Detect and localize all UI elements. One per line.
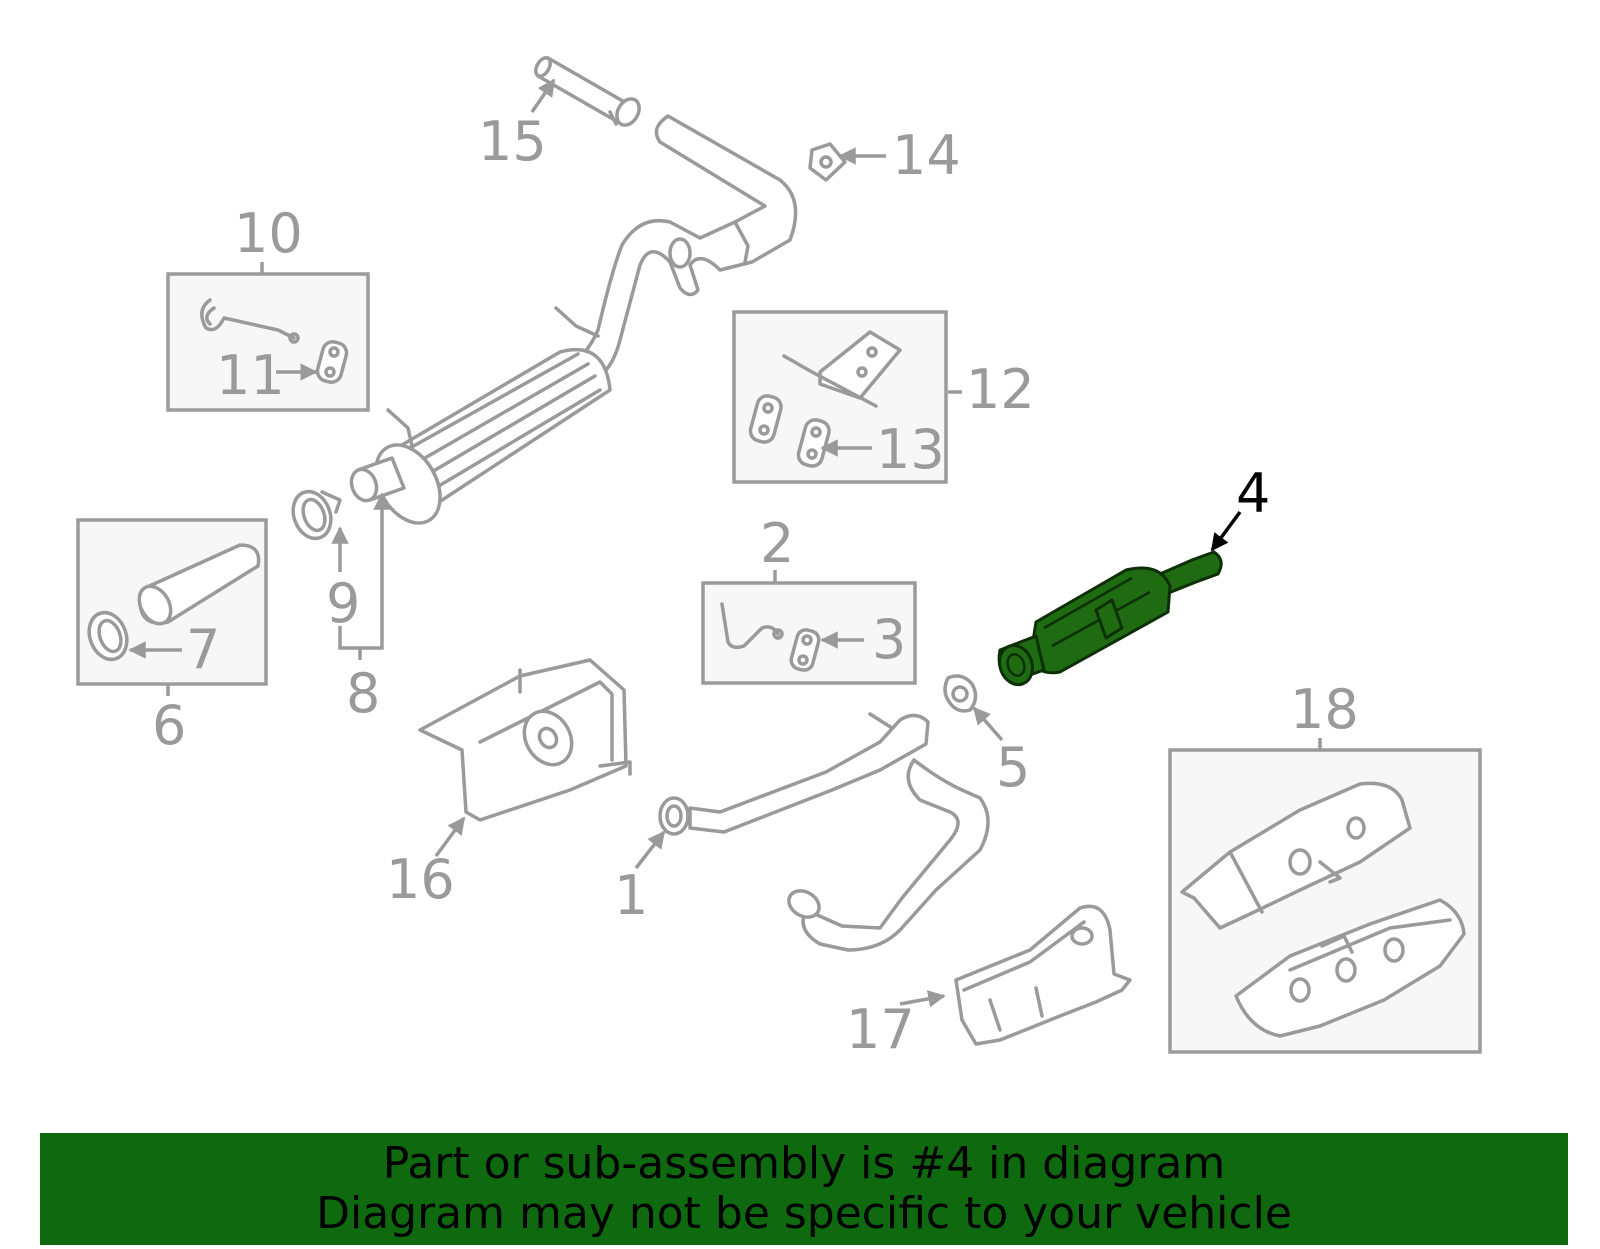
part-10-hanger-bracket[interactable] xyxy=(200,298,300,344)
part-7-clamp[interactable] xyxy=(83,607,133,664)
callout-5: 5 xyxy=(996,736,1030,799)
callout-14: 14 xyxy=(892,124,961,187)
info-banner: Part or sub-assembly is #4 in diagram Di… xyxy=(40,1133,1568,1245)
exhaust-system-diagram: 15 14 10 11 12 13 4 2 3 9 7 8 6 18 5 16 … xyxy=(76,55,1482,1061)
part-1-front-pipe[interactable] xyxy=(658,712,990,952)
part-8-muffler-tailpipe-assembly[interactable] xyxy=(347,114,798,534)
leader-lines xyxy=(128,78,1322,1008)
part-3-isolator[interactable] xyxy=(789,628,821,672)
callout-3: 3 xyxy=(872,608,906,671)
banner-line-1: Part or sub-assembly is #4 in diagram xyxy=(382,1138,1226,1189)
callout-13: 13 xyxy=(876,418,945,481)
part-18-upper-heat-shield[interactable] xyxy=(1180,781,1412,930)
callout-16: 16 xyxy=(386,848,455,911)
banner-line-2: Diagram may not be specific to your vehi… xyxy=(316,1188,1292,1239)
part-17-heat-shield[interactable] xyxy=(954,904,1132,1046)
callout-17: 17 xyxy=(846,998,915,1061)
callout-4: 4 xyxy=(1236,462,1270,525)
part-18-lower-heat-shield[interactable] xyxy=(1234,898,1466,1038)
part-2-hanger-rod[interactable] xyxy=(720,602,784,650)
callout-7: 7 xyxy=(186,618,220,681)
part-6-pipe-extension[interactable] xyxy=(133,543,261,629)
callout-10: 10 xyxy=(234,202,303,265)
callout-2: 2 xyxy=(760,512,794,575)
callout-8: 8 xyxy=(346,662,380,725)
callout-6: 6 xyxy=(152,694,186,757)
callout-15: 15 xyxy=(478,110,547,173)
part-15-tailpipe-tip[interactable] xyxy=(533,55,644,129)
callout-labels: 15 14 10 11 12 13 4 2 3 9 7 8 6 18 5 16 … xyxy=(152,110,1359,1061)
part-11-isolator[interactable] xyxy=(315,340,349,385)
callout-12: 12 xyxy=(966,358,1035,421)
part-5-gasket[interactable] xyxy=(943,674,978,713)
part-9-clamp[interactable] xyxy=(287,486,342,543)
callout-9: 9 xyxy=(326,572,360,635)
part-14-isolator[interactable] xyxy=(808,142,847,182)
part-4-catalytic-converter[interactable] xyxy=(994,550,1223,689)
callout-1: 1 xyxy=(614,864,648,927)
part-12-bracket[interactable] xyxy=(782,330,902,408)
part-16-heat-shield[interactable] xyxy=(418,658,632,822)
part-12-isolator-left[interactable] xyxy=(748,394,783,445)
callout-11: 11 xyxy=(216,344,285,407)
callout-18: 18 xyxy=(1290,678,1359,741)
